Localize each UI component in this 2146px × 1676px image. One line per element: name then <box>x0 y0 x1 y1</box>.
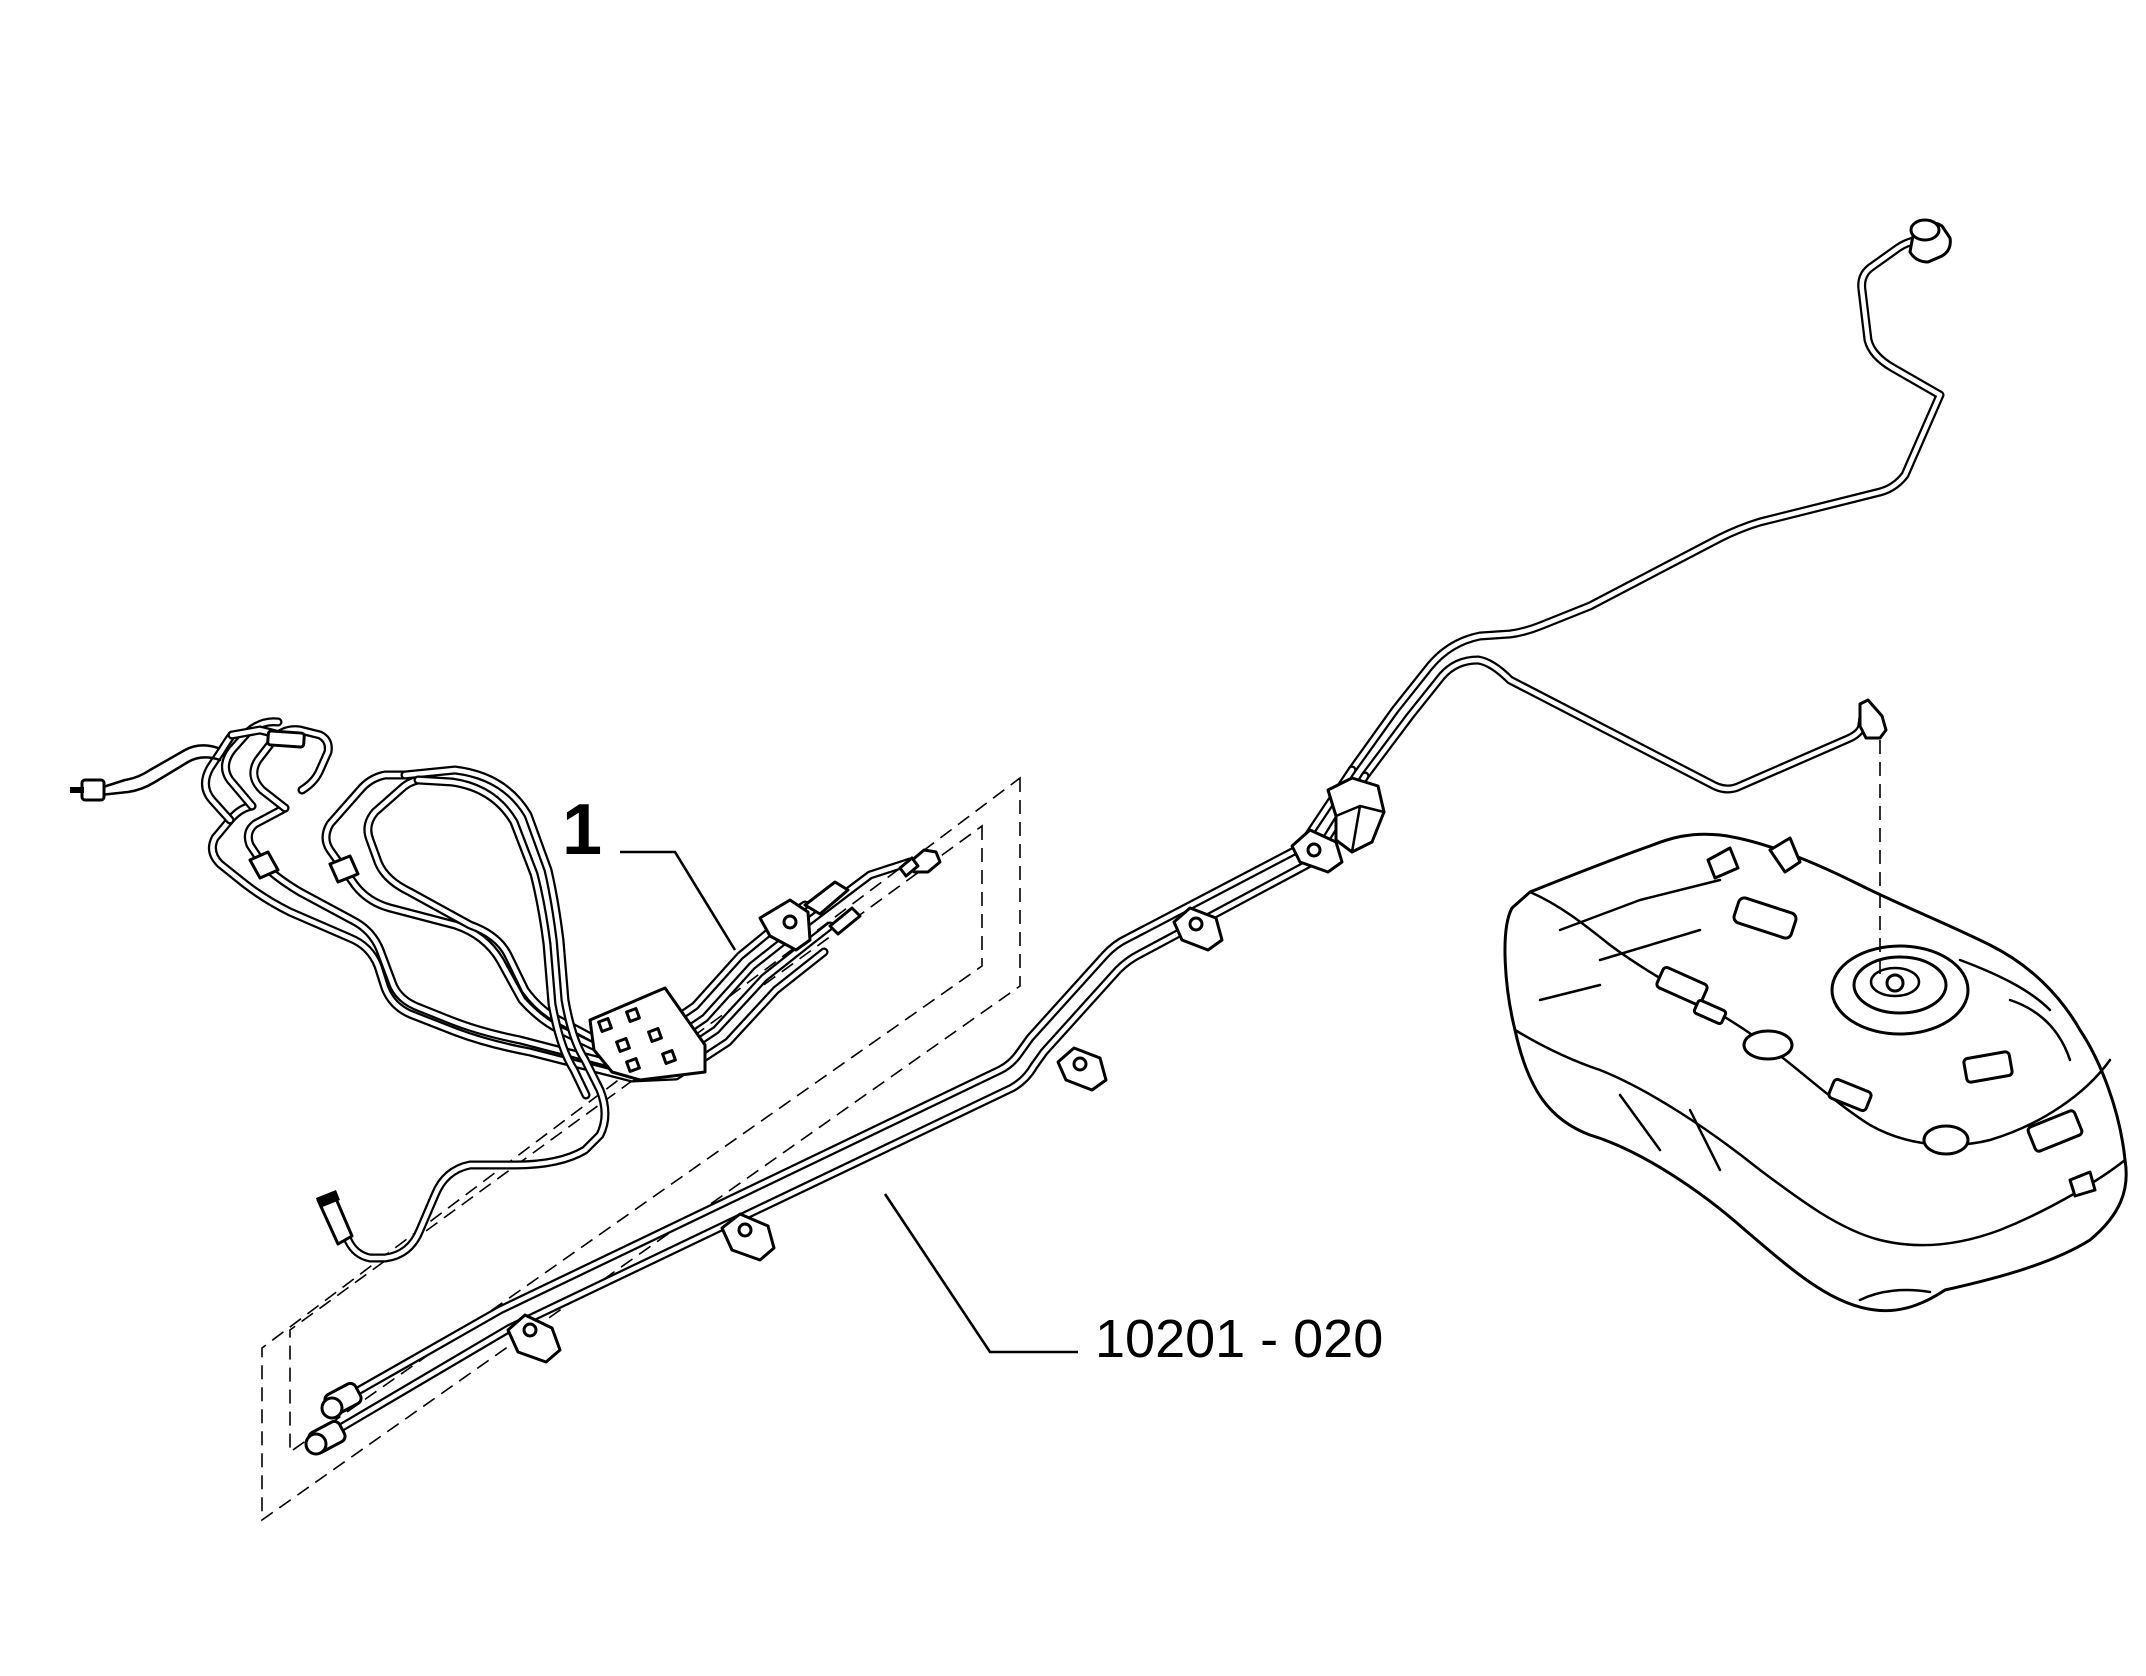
group-reference-label: 10201 - 020 <box>1095 1309 1383 1369</box>
pipe-clip <box>1056 1046 1108 1092</box>
fuel-pipe-harness <box>70 717 942 1263</box>
pipe-clip <box>1290 828 1344 874</box>
harness-clip <box>758 898 812 952</box>
reference-callout: 10201 - 020 <box>883 1193 1383 1369</box>
pipe-connector <box>304 1381 363 1456</box>
fuel-pipe-underbody <box>304 765 1386 1456</box>
fuel-pipe-main <box>1347 218 1952 980</box>
part-callout: 1 <box>562 790 737 951</box>
harness-bracket <box>588 986 707 1082</box>
pipe-bracket <box>1326 776 1386 854</box>
part-number-label: 1 <box>562 790 602 870</box>
pipe-clip <box>720 1212 776 1262</box>
fuel-tank <box>1503 832 2128 1313</box>
pipe-clip <box>1172 906 1224 952</box>
pipe-clip <box>506 1313 562 1364</box>
